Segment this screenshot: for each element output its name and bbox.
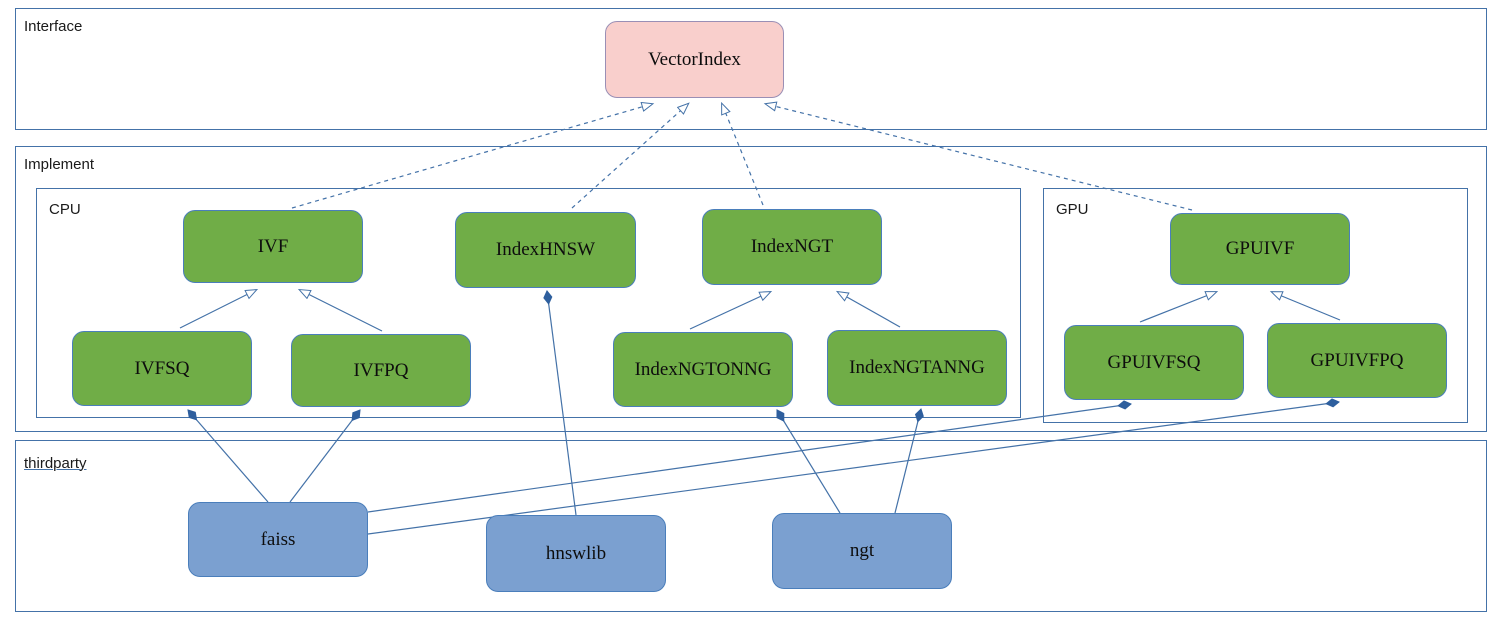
node-vectorindex[interactable]: VectorIndex <box>605 21 784 98</box>
node-gpuivfsq[interactable]: GPUIVFSQ <box>1064 325 1244 400</box>
node-ivfsq[interactable]: IVFSQ <box>72 331 252 406</box>
node-gpuivf[interactable]: GPUIVF <box>1170 213 1350 285</box>
node-indexngt[interactable]: IndexNGT <box>702 209 882 285</box>
node-indexngtonng[interactable]: IndexNGTONNG <box>613 332 793 407</box>
group-label-cpu: CPU <box>49 201 81 218</box>
group-label-interface: Interface <box>24 18 83 35</box>
group-label-thirdparty: thirdparty <box>24 455 87 472</box>
node-indexhnsw[interactable]: IndexHNSW <box>455 212 636 288</box>
group-label-gpu: GPU <box>1056 201 1089 218</box>
node-ivfpq[interactable]: IVFPQ <box>291 334 471 407</box>
node-ivf[interactable]: IVF <box>183 210 363 283</box>
group-label-implement: Implement <box>24 156 95 173</box>
node-indexngtanng[interactable]: IndexNGTANNG <box>827 330 1007 406</box>
node-gpuivfpq[interactable]: GPUIVFPQ <box>1267 323 1447 398</box>
node-hnswlib[interactable]: hnswlib <box>486 515 666 592</box>
node-ngt[interactable]: ngt <box>772 513 952 589</box>
node-faiss[interactable]: faiss <box>188 502 368 577</box>
